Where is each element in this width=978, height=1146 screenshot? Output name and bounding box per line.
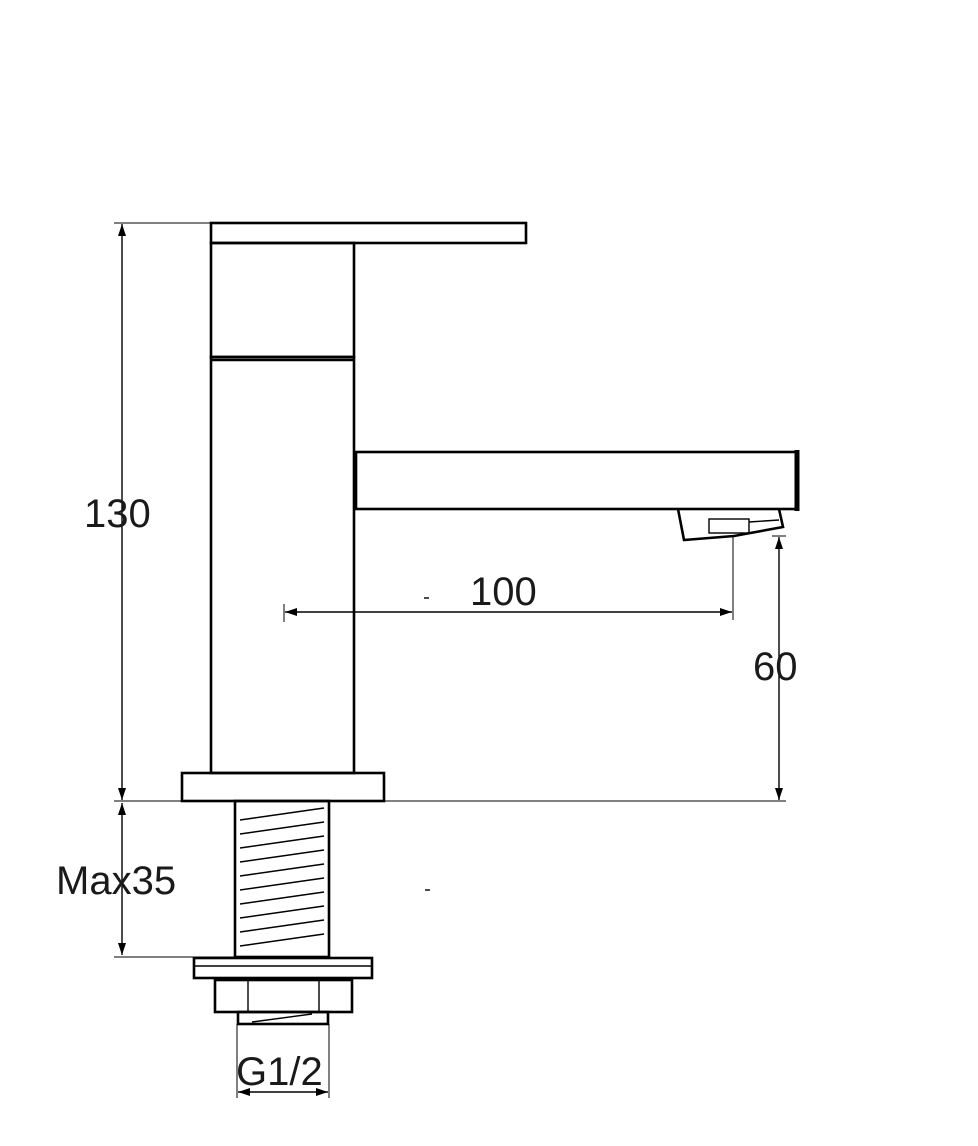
label-max-thickness: Max35 — [56, 859, 176, 903]
upper-body-block — [209, 241, 356, 359]
base-flange — [180, 771, 386, 803]
thread-hatching — [239, 807, 325, 947]
label-thread-size: G1/2 — [236, 1050, 323, 1094]
label-spout-height: 60 — [753, 645, 798, 689]
main-body — [209, 355, 356, 775]
aerator — [676, 508, 785, 542]
dimension-spout-height — [384, 535, 786, 802]
threaded-shank — [233, 799, 331, 959]
label-spout-reach: 100 — [470, 570, 537, 614]
handle-top-plate — [209, 221, 528, 245]
dimension-thread-size — [236, 1024, 330, 1098]
fixing-washer — [192, 956, 374, 980]
dimension-total-height — [114, 222, 211, 802]
faucet-body — [180, 221, 800, 803]
label-total-height: 130 — [84, 492, 151, 536]
dimension-spout-reach — [283, 536, 734, 622]
hex-nut — [213, 978, 354, 1026]
dimension-max-thickness — [114, 803, 235, 958]
spout — [354, 450, 798, 511]
